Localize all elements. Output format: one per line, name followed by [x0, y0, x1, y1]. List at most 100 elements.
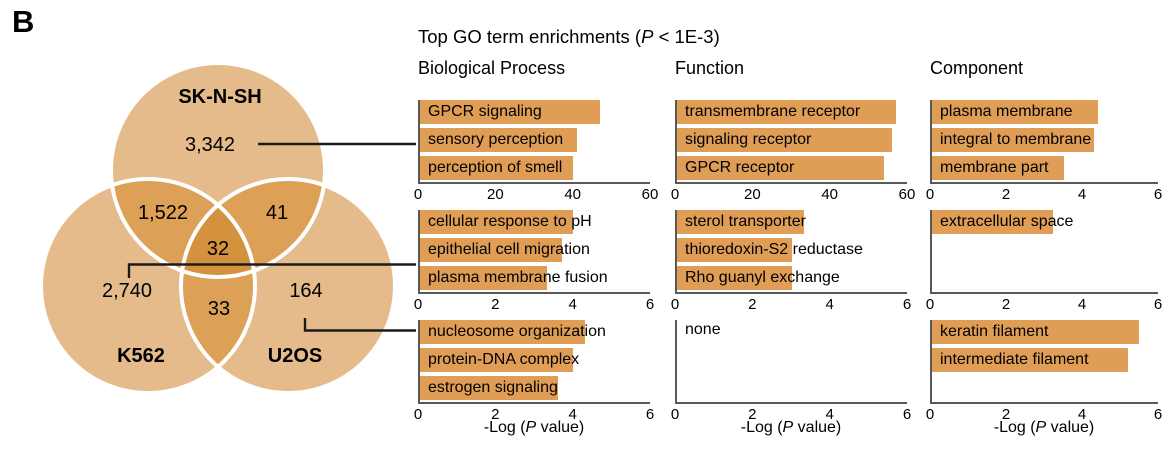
title-p-italic: P [641, 26, 654, 47]
x-tick-label: 4 [568, 296, 577, 313]
venn-set-name-u2os: U2OS [268, 345, 322, 367]
x-tick-label: 40 [564, 186, 581, 203]
bar [932, 128, 1094, 152]
venn-outline-k562 [39, 177, 257, 395]
bar-label: extracellular space [940, 213, 1074, 230]
bar-row: cellular response to pH [420, 210, 650, 234]
chart-sknsh-biological-process: GPCR signaling sensory perception percepti… [414, 100, 659, 204]
x-tick-label: 6 [645, 296, 655, 313]
bar [420, 348, 574, 372]
bar-row: plasma membrane fusion [420, 266, 650, 290]
x-tick-label: 60 [898, 186, 916, 203]
x-tick-label: 0 [925, 296, 935, 313]
x-tick-label: 0 [670, 406, 680, 423]
bar-row: epithelial cell migration [420, 238, 650, 262]
bar-row: membrane part [932, 156, 1158, 180]
bar [420, 156, 574, 180]
x-axis-title-p-italic: P [782, 419, 794, 436]
column-header-biological-process: Biological Process [418, 58, 566, 78]
x-axis-title-suffix: value) [1046, 419, 1095, 436]
bar-label: keratin filament [940, 323, 1049, 340]
venn-count-u2os: 164 [289, 280, 322, 302]
bar-label: sensory perception [428, 131, 564, 148]
venn-count-k562-u2os: 33 [208, 298, 230, 320]
venn-count-sknsh: 3,342 [185, 134, 235, 156]
bar [932, 320, 1140, 344]
bar-label: estrogen signaling [428, 379, 558, 396]
venn-outline-sknsh [109, 61, 327, 279]
bar-label: protein-DNA complex [428, 351, 580, 368]
bar [420, 210, 574, 234]
bar [677, 156, 884, 180]
bar [420, 320, 585, 344]
venn-count-sknsh-k562: 1,522 [138, 202, 188, 224]
x-tick-label: 2 [491, 296, 500, 313]
x-tick-label: 6 [1153, 186, 1163, 203]
bar-row: extracellular space [932, 210, 1158, 234]
x-tick-label: 4 [568, 406, 577, 423]
x-tick-label: 6 [1153, 406, 1163, 423]
x-tick-label: 6 [902, 296, 912, 313]
venn-overlap-all [181, 179, 255, 277]
x-axis-title-text: -Log ( [993, 419, 1036, 436]
x-tick-label: 20 [743, 186, 761, 203]
bar [420, 100, 601, 124]
chart-sknsh-component: plasma membrane integral to membrane membr… [926, 100, 1162, 204]
x-tick-label: 2 [1001, 406, 1011, 423]
title-text-suffix: < 1E-3) [653, 26, 720, 47]
bar-label: integral to membrane [940, 131, 1092, 148]
bar [932, 100, 1098, 124]
bar [932, 348, 1128, 372]
plot-area: extracellular space [930, 210, 1158, 294]
bar-label: perception of smell [428, 159, 563, 176]
x-tick-label: 2 [1001, 296, 1011, 313]
bar-row: thioredoxin-S2 reductase [677, 238, 907, 262]
x-axis-title-function: -Log (P value) [675, 419, 907, 437]
x-tick-label: 0 [925, 406, 935, 423]
bar-row: GPCR signaling [420, 100, 650, 124]
bar-row: intermediate filament [932, 348, 1158, 372]
bar-label: cellular response to pH [428, 213, 592, 230]
bar [677, 100, 896, 124]
x-axis-title-suffix: value) [793, 419, 842, 436]
x-tick-label: 40 [821, 186, 838, 203]
bar-label: thioredoxin-S2 reductase [685, 241, 863, 258]
x-tick-label: 60 [641, 186, 659, 203]
bar [420, 238, 562, 262]
x-tick-label: 0 [413, 186, 423, 203]
figure-title: Top GO term enrichments (P < 1E-3) [418, 26, 720, 48]
x-tick-label: 4 [1077, 296, 1087, 313]
x-axis-ticks: 0 20 40 60 [671, 186, 916, 204]
x-axis-title-p-italic: P [525, 419, 537, 436]
bar-row: Rho guanyl exchange [677, 266, 907, 290]
bar-label: plasma membrane [940, 103, 1073, 120]
bar-row: integral to membrane [932, 128, 1158, 152]
column-header-function: Function [675, 58, 745, 78]
bar-row: perception of smell [420, 156, 650, 180]
bar-row: keratin filament [932, 320, 1158, 344]
venn-count-k562: 2,740 [102, 280, 152, 302]
venn-set-name-sknsh: SK-N-SH [178, 86, 261, 108]
bar [677, 128, 892, 152]
venn-outline-u2os [179, 177, 397, 395]
x-tick-label: 4 [1077, 186, 1087, 203]
x-tick-label: 0 [670, 186, 680, 203]
bar [932, 156, 1064, 180]
x-tick-label: 4 [825, 406, 834, 423]
x-tick-label: 6 [645, 406, 655, 423]
x-tick-label: 2 [491, 406, 500, 423]
